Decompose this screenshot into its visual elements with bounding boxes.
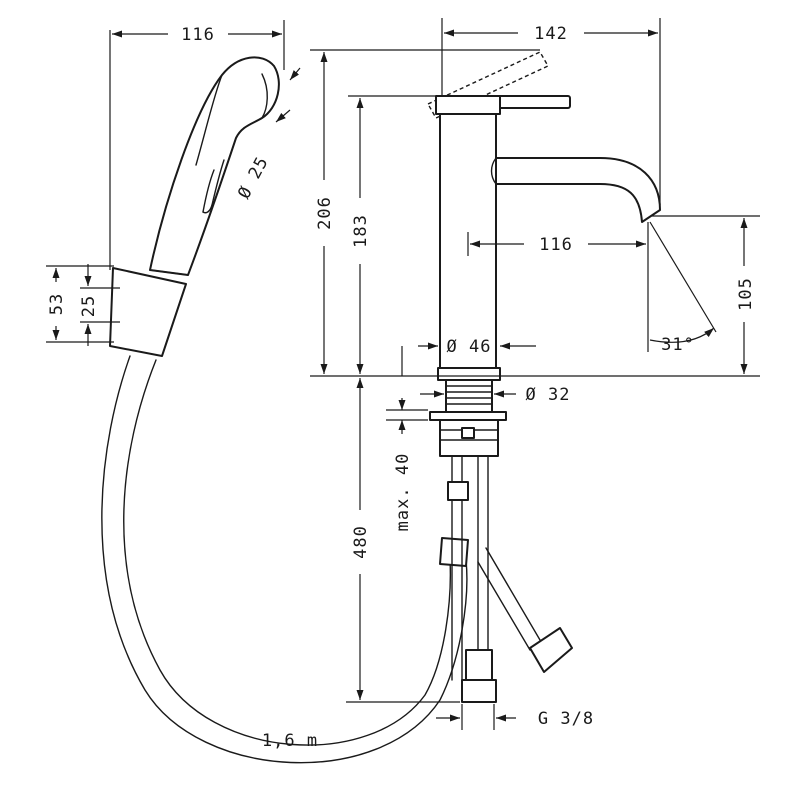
label-handshower-width: 116 — [181, 25, 215, 45]
dimension-lines — [46, 18, 760, 730]
label-body-diameter: Ø 46 — [447, 337, 492, 357]
label-spout-clearance: 105 — [736, 277, 756, 311]
label-tap-spout-height: 183 — [351, 214, 371, 248]
basin-tap — [427, 51, 661, 703]
label-spout-reach-top: 142 — [534, 24, 568, 44]
label-max-thickness: max. 40 — [393, 453, 413, 532]
label-connection-thread: G 3/8 — [538, 709, 594, 729]
label-spout-reach: 116 — [539, 235, 573, 255]
hand-shower — [101, 56, 469, 764]
label-spout-angle: 31° — [661, 335, 695, 355]
label-holder-height: 53 — [47, 293, 67, 315]
label-base-diameter: Ø 32 — [526, 385, 571, 405]
label-tap-total-height: 206 — [315, 196, 335, 230]
label-holder-inner: 25 — [79, 295, 99, 317]
dimension-labels: 116 Ø 25 53 25 206 183 142 116 105 31° Ø… — [47, 24, 756, 751]
label-hose-length: 1,6 m — [262, 731, 318, 751]
label-handshower-diameter: Ø 25 — [234, 153, 273, 202]
label-hose-drop: 480 — [351, 525, 371, 559]
